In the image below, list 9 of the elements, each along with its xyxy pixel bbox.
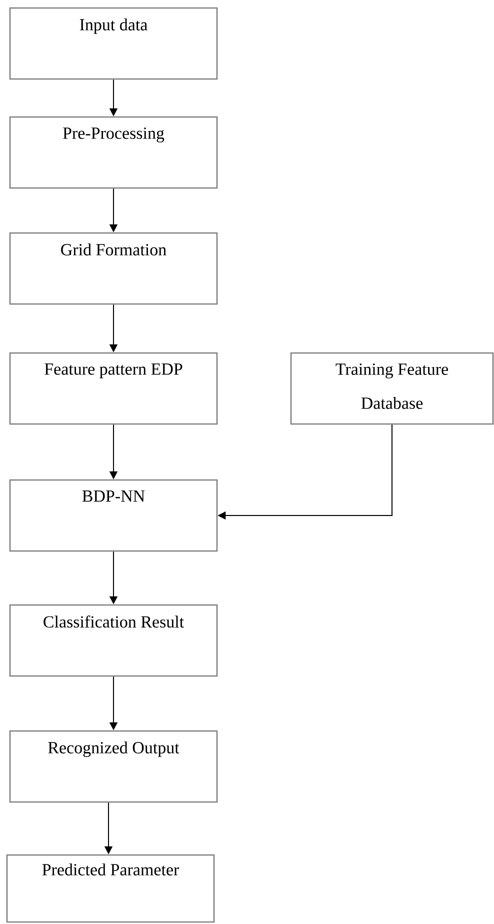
process-box: Recognized Output — [9, 730, 218, 803]
process-box: Classification Result — [9, 604, 218, 677]
process-box: BDP-NN — [9, 479, 218, 552]
process-box: Input data — [9, 7, 218, 80]
process-box: Training Feature Database — [290, 352, 494, 425]
process-box: Feature pattern EDP — [9, 352, 218, 425]
process-box: Grid Formation — [9, 232, 218, 305]
process-box: Pre-Processing — [9, 116, 218, 189]
process-box: Predicted Parameter — [6, 854, 215, 923]
